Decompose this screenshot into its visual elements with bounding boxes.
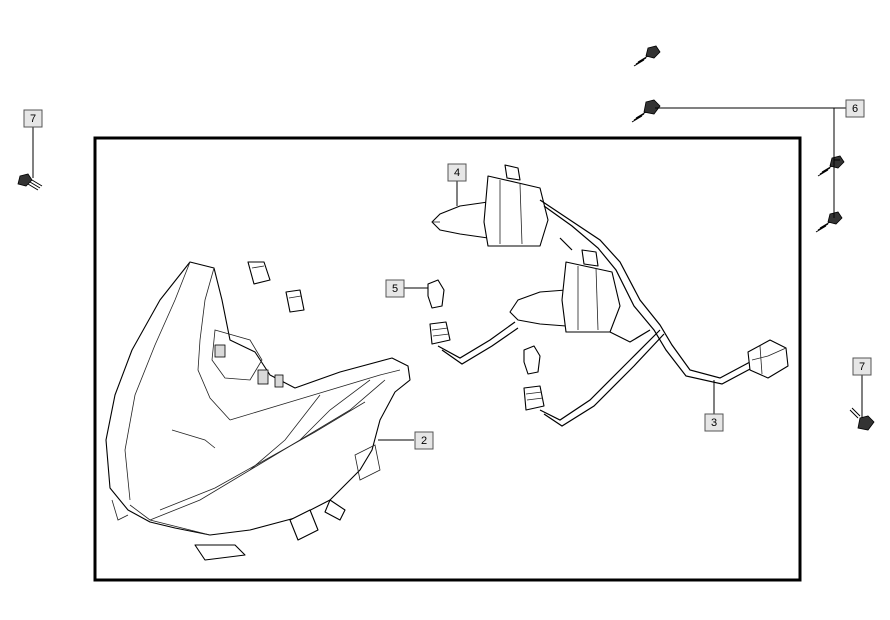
callout-4-label: 4 xyxy=(454,167,460,179)
callout-7-left-label: 7 xyxy=(30,113,36,125)
mounting-clip-right[interactable] xyxy=(285,289,305,313)
callout-3[interactable]: 3 xyxy=(704,413,724,432)
headlight-bulb-lower[interactable] xyxy=(509,249,621,333)
screw-right-2[interactable] xyxy=(815,211,843,233)
callout-2[interactable]: 2 xyxy=(414,431,434,450)
callout-7-right-label: 7 xyxy=(859,361,865,373)
wiring-harness[interactable] xyxy=(437,199,753,427)
callout-2-label: 2 xyxy=(421,435,427,447)
screw-right-1[interactable] xyxy=(817,155,845,177)
headlight-housing[interactable] xyxy=(105,261,411,561)
callout-5-label: 5 xyxy=(392,283,398,295)
callout-7-left[interactable]: 7 xyxy=(23,109,43,128)
callout-4[interactable]: 4 xyxy=(447,163,467,182)
position-bulb[interactable] xyxy=(427,279,451,345)
callout-3-label: 3 xyxy=(711,417,717,429)
screw-top-1[interactable] xyxy=(633,45,661,67)
mounting-clip-left[interactable] xyxy=(247,261,271,285)
leader-6 xyxy=(655,107,846,218)
small-bulb-socket[interactable] xyxy=(523,345,545,411)
callout-7-right[interactable]: 7 xyxy=(852,357,872,376)
callout-6-label: 6 xyxy=(852,103,858,115)
screw-right[interactable] xyxy=(849,407,875,431)
assembly-frame xyxy=(93,136,802,582)
headlight-bulb-upper[interactable] xyxy=(431,164,549,247)
harness-connector[interactable] xyxy=(747,339,789,379)
screw-left[interactable] xyxy=(17,173,43,191)
callout-6[interactable]: 6 xyxy=(845,99,865,118)
callout-5[interactable]: 5 xyxy=(385,279,405,298)
screw-top-2[interactable] xyxy=(631,99,661,123)
